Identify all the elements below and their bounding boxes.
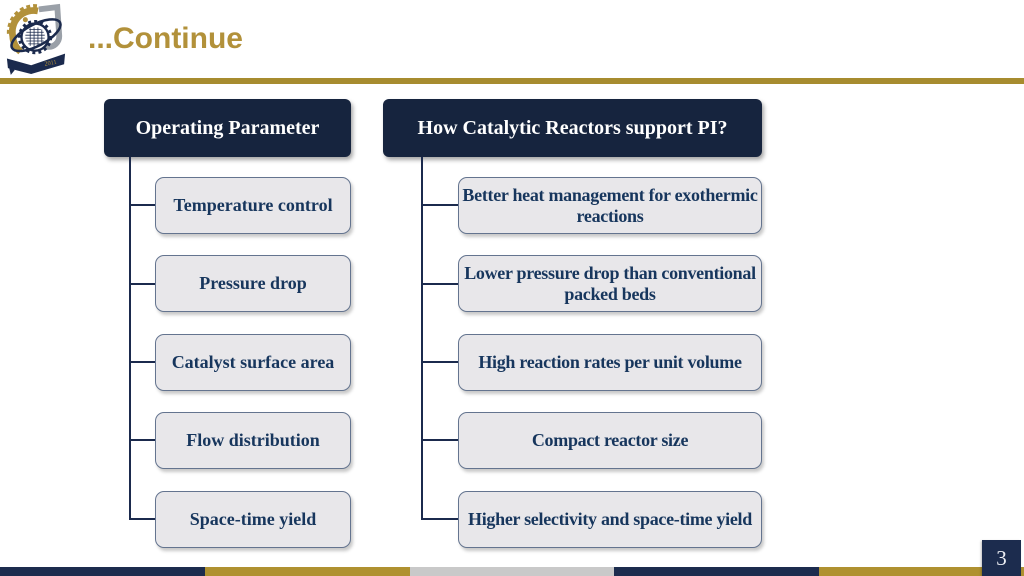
footer-segment-navy xyxy=(0,567,205,576)
connector-stub xyxy=(129,361,156,363)
connector-stub xyxy=(421,361,459,363)
footer-segment-gold xyxy=(819,567,1024,576)
tree-header-operating-parameter: Operating Parameter xyxy=(104,99,351,157)
logo-hatching xyxy=(25,27,45,47)
tree-node-higher-selectivity: Higher selectivity and space-time yield xyxy=(458,491,762,548)
page-number-badge: 3 xyxy=(982,540,1021,576)
tree-node-space-time-yield: Space-time yield xyxy=(155,491,351,548)
logo-dot xyxy=(22,17,28,23)
footer-segment-gold xyxy=(204,567,410,576)
tree-header-catalytic-reactors-pi: How Catalytic Reactors support PI? xyxy=(383,99,762,157)
connector-stub xyxy=(129,518,156,520)
tree-node-lower-pressure-drop: Lower pressure drop than conventional pa… xyxy=(458,255,762,312)
footer-segment-gray xyxy=(409,567,615,576)
tree-node-high-reaction-rates: High reaction rates per unit volume xyxy=(458,334,762,391)
logo-year-text: 2011 xyxy=(44,59,57,68)
university-logo-icon: 2011 xyxy=(6,3,66,75)
connector-stub xyxy=(129,283,156,285)
tree-node-pressure-drop: Pressure drop xyxy=(155,255,351,312)
tree-node-compact-reactor-size: Compact reactor size xyxy=(458,412,762,469)
footer-segment-navy xyxy=(614,567,820,576)
tree-node-flow-distribution: Flow distribution xyxy=(155,412,351,469)
connector-stub xyxy=(129,439,156,441)
header-divider xyxy=(0,78,1024,84)
connector-stub xyxy=(129,204,156,206)
connector-stub xyxy=(421,204,459,206)
connector-vertical-left xyxy=(129,157,131,520)
connector-vertical-right xyxy=(421,157,423,520)
tree-node-better-heat-management: Better heat management for exothermic re… xyxy=(458,177,762,234)
connector-stub xyxy=(421,439,459,441)
tree-node-temperature-control: Temperature control xyxy=(155,177,351,234)
tree-node-catalyst-surface-area: Catalyst surface area xyxy=(155,334,351,391)
connector-stub xyxy=(421,283,459,285)
page-title: ...Continue xyxy=(88,22,243,55)
connector-stub xyxy=(421,518,459,520)
footer-accent-bar xyxy=(0,567,1024,576)
